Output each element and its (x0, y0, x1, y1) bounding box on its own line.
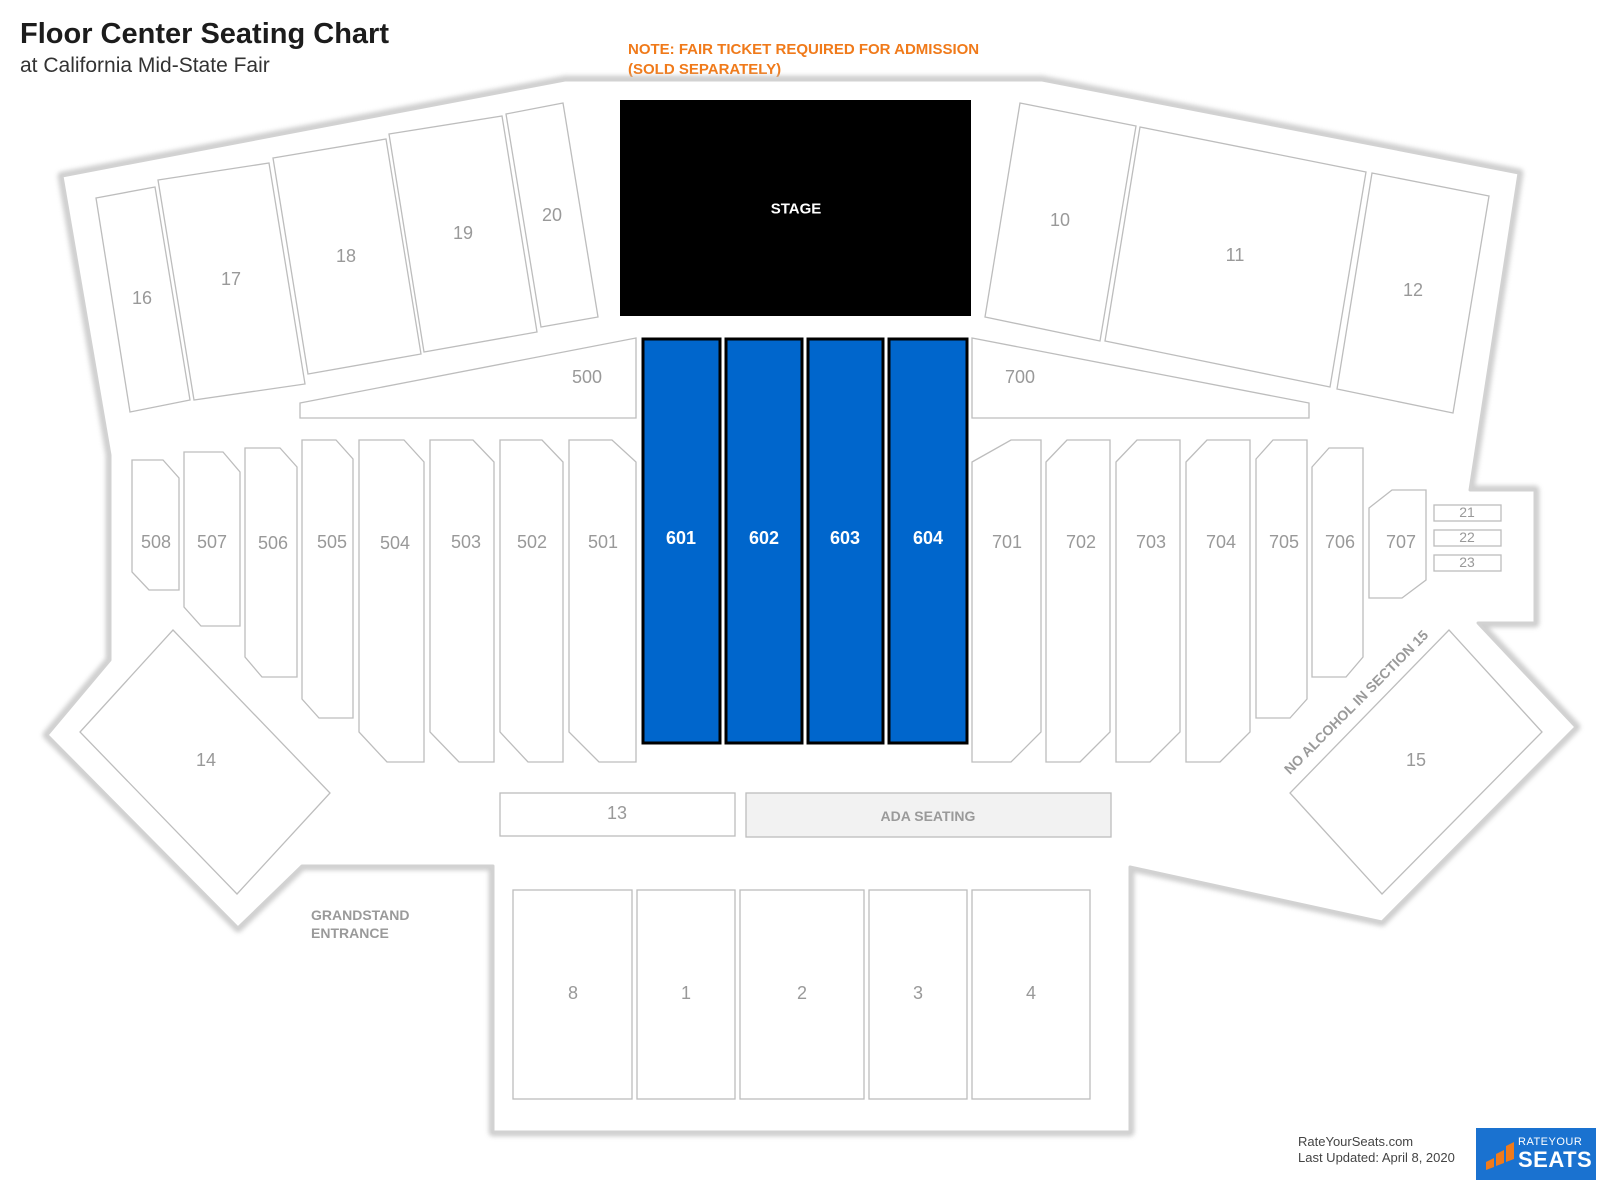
section-22[interactable]: 22 (1433, 529, 1502, 547)
ada-seating[interactable]: ADA SEATING (745, 792, 1112, 838)
stage-label: STAGE (771, 201, 822, 218)
section-505[interactable]: 505 (301, 439, 354, 719)
section-20[interactable]: 20 (505, 102, 599, 328)
section-707[interactable]: 707 (1368, 489, 1427, 599)
section-18-label: 18 (336, 246, 356, 266)
last-updated: Last Updated: April 8, 2020 (1298, 1150, 1455, 1165)
section-504-label: 504 (380, 533, 410, 553)
section-4[interactable]: 4 (971, 889, 1091, 1100)
page-title: Floor Center Seating Chart (20, 18, 389, 50)
section-21[interactable]: 21 (1433, 504, 1502, 522)
section-17[interactable]: 17 (157, 162, 306, 401)
stage: STAGE (620, 100, 971, 316)
section-1[interactable]: 1 (636, 889, 736, 1100)
section-10[interactable]: 10 (984, 102, 1137, 342)
section-505-label: 505 (317, 532, 347, 552)
section-700-label: 700 (1005, 367, 1035, 387)
section-704[interactable]: 704 (1185, 439, 1251, 763)
section-17-label: 17 (221, 269, 241, 289)
section-3[interactable]: 3 (868, 889, 968, 1100)
section-500-label: 500 (572, 367, 602, 387)
logo-text-small: RATEYOUR (1518, 1136, 1583, 1148)
section-704-label: 704 (1206, 532, 1236, 552)
section-15-label: 15 (1406, 750, 1426, 770)
section-1-label: 1 (681, 983, 691, 1003)
section-706[interactable]: 706 (1311, 447, 1364, 678)
section-707-label: 707 (1386, 532, 1416, 552)
section-602[interactable]: 602 (724, 337, 804, 745)
section-503[interactable]: 503 (429, 439, 495, 763)
section-503-label: 503 (451, 532, 481, 552)
section-501-label: 501 (588, 532, 618, 552)
section-14-label: 14 (196, 750, 216, 770)
section-21-label: 21 (1459, 504, 1475, 520)
section-15[interactable]: 15 (1289, 629, 1543, 895)
ada-seating-label: ADA SEATING (881, 808, 976, 824)
section-23-label: 23 (1459, 554, 1475, 570)
section-2[interactable]: 2 (739, 889, 865, 1100)
section-10-label: 10 (1050, 210, 1070, 230)
section-705-label: 705 (1269, 532, 1299, 552)
section-8-label: 8 (568, 983, 578, 1003)
section-13[interactable]: 13 (499, 792, 736, 837)
section-507-label: 507 (197, 532, 227, 552)
section-604-label: 604 (913, 528, 943, 548)
section-13-label: 13 (607, 803, 627, 823)
section-506-label: 506 (258, 533, 288, 553)
section-19[interactable]: 19 (388, 115, 538, 353)
section-16[interactable]: 16 (95, 186, 191, 413)
section-502[interactable]: 502 (499, 439, 564, 763)
section-11-label: 11 (1226, 245, 1245, 265)
entrance-label-line-1: GRANDSTAND (311, 907, 410, 923)
section-506[interactable]: 506 (244, 447, 298, 678)
section-508[interactable]: 508 (131, 459, 180, 591)
section-602-label: 602 (749, 528, 779, 548)
section-3-label: 3 (913, 983, 923, 1003)
section-4-label: 4 (1026, 983, 1036, 1003)
section-703[interactable]: 703 (1115, 439, 1181, 763)
section-508-label: 508 (141, 532, 171, 552)
footer-credit: RateYourSeats.com Last Updated: April 8,… (1298, 1134, 1455, 1166)
section-700[interactable]: 700 (971, 337, 1310, 419)
section-701-label: 701 (992, 532, 1022, 552)
section-19-label: 19 (453, 223, 473, 243)
section-601-label: 601 (666, 528, 696, 548)
section-23[interactable]: 23 (1433, 554, 1502, 572)
admission-note-line-2: (SOLD SEPARATELY) (628, 61, 782, 78)
section-12[interactable]: 12 (1336, 172, 1490, 414)
section-8[interactable]: 8 (512, 889, 633, 1100)
section-11[interactable]: 11 (1104, 126, 1367, 388)
section-14[interactable]: 14 (79, 629, 331, 895)
rateyourseats-logo[interactable]: RATEYOUR SEATS (1476, 1128, 1596, 1180)
section-702-label: 702 (1066, 532, 1096, 552)
site-name: RateYourSeats.com (1298, 1134, 1414, 1149)
section-507[interactable]: 507 (183, 451, 241, 627)
section-18[interactable]: 18 (272, 138, 422, 375)
section-500[interactable]: 500 (299, 337, 637, 419)
admission-note: NOTE: FAIR TICKET REQUIRED FOR ADMISSION… (628, 40, 979, 80)
section-705[interactable]: 705 (1255, 439, 1308, 719)
section-603[interactable]: 603 (806, 337, 885, 745)
section-603-label: 603 (830, 528, 860, 548)
section-16-label: 16 (132, 288, 152, 308)
section-706-label: 706 (1325, 532, 1355, 552)
section-601[interactable]: 601 (641, 337, 722, 745)
section-703-label: 703 (1136, 532, 1166, 552)
entrance-label-line-2: ENTRANCE (311, 925, 389, 941)
page-subtitle: at California Mid-State Fair (20, 54, 270, 77)
section-604[interactable]: 604 (887, 337, 969, 745)
logo-bars-icon (1486, 1142, 1514, 1170)
section-2-label: 2 (797, 983, 807, 1003)
section-504[interactable]: 504 (358, 439, 425, 763)
section-22-label: 22 (1459, 529, 1475, 545)
section-702[interactable]: 702 (1045, 439, 1111, 763)
section-502-label: 502 (517, 532, 547, 552)
section-701[interactable]: 701 (971, 439, 1042, 763)
section-20-label: 20 (542, 205, 562, 225)
section-12-label: 12 (1403, 280, 1423, 300)
section-501[interactable]: 501 (568, 439, 637, 763)
logo-text-big: SEATS (1518, 1147, 1593, 1172)
admission-note-line-1: NOTE: FAIR TICKET REQUIRED FOR ADMISSION (628, 41, 980, 58)
